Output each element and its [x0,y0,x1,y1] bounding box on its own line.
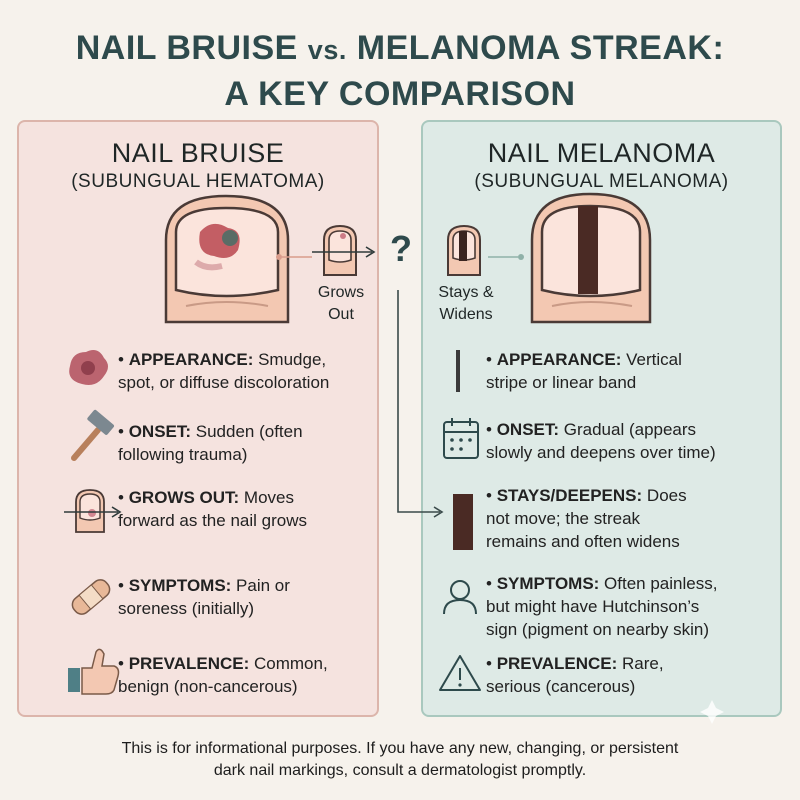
bruise-prevalence-item: • PREVALENCE: Common, benign (non-cancer… [118,654,328,696]
melanoma-subheading: (SUBUNGUAL MELANOMA) [474,171,729,192]
title-line-1: NAIL BRUISE vs. MELANOMA STREAK: [75,29,725,67]
melanoma-prevalence-item: • PREVALENCE: Rare, serious (cancerous) [486,654,664,696]
melanoma-symptoms-item: • SYMPTOMS: Often painless, but might ha… [486,574,718,639]
bruise-symptoms-item: • SYMPTOMS: Pain or soreness (initially) [118,576,290,618]
melanoma-onset-item: • ONSET: Gradual (appears slowly and dee… [486,420,716,462]
question-mark: ? [390,228,412,269]
melanoma-stays-item: • STAYS/DEEPENS: Does not move; the stre… [486,486,687,551]
bruise-heading: NAIL BRUISE [111,138,285,168]
page-title: NAIL BRUISE vs. MELANOMA STREAK: A KEY C… [0,26,800,116]
bruise-panel: NAIL BRUISE (SUBUNGUAL HEMATOMA) [17,120,379,717]
disclaimer-footer: This is for informational purposes. If y… [121,740,679,779]
melanoma-caption: Stays & Widens [438,284,494,323]
melanoma-heading: NAIL MELANOMA [487,138,716,168]
bruise-caption: Grows Out [317,284,365,323]
bruise-grows-out-item: • GROWS OUT: Moves forward as the nail g… [118,488,307,530]
melanoma-appearance-item: • APPEARANCE: Vertical stripe or linear … [486,350,682,392]
bruise-appearance-item: • APPEARANCE: Smudge, spot, or diffuse d… [118,350,330,392]
bruise-subheading: (SUBUNGUAL HEMATOMA) [71,171,325,192]
bruise-onset-item: • ONSET: Sudden (often following trauma) [118,422,303,464]
title-line-2: A KEY COMPARISON [224,75,576,113]
